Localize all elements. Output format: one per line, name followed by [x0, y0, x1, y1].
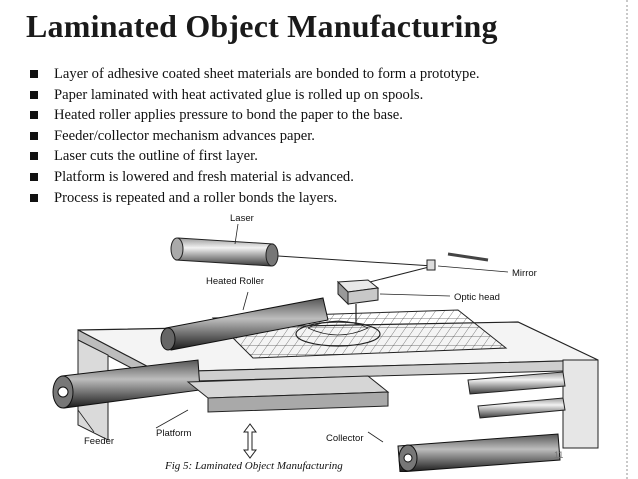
- bullet-text: Process is repeated and a roller bonds t…: [54, 189, 338, 206]
- slide-number: 11: [554, 450, 564, 460]
- bullet-item: Laser cuts the outline of first layer.: [30, 146, 479, 167]
- bullet-item: Heated roller applies pressure to bond t…: [30, 105, 479, 126]
- mirror: Mirror: [426, 252, 537, 279]
- bullet-square-icon: [30, 152, 38, 161]
- bullet-text: Heated roller applies pressure to bond t…: [54, 107, 403, 124]
- build-platform: Platform: [155, 375, 390, 459]
- bullet-square-icon: [30, 193, 38, 202]
- bullet-item: Layer of adhesive coated sheet materials…: [30, 64, 479, 85]
- mirror-motion-arrow: [447, 252, 489, 262]
- lom-diagram: Laser Mirror Optic head: [38, 210, 604, 472]
- mirror-label: Mirror: [512, 268, 537, 279]
- feeder-label: Feeder: [84, 436, 114, 447]
- collector-roll: Collector: [326, 431, 561, 472]
- bullet-text: Platform is lowered and fresh material i…: [54, 168, 354, 185]
- bullet-list: Layer of adhesive coated sheet materials…: [30, 64, 479, 208]
- laser-label: Laser: [230, 213, 254, 224]
- bullet-text: Laser cuts the outline of first layer.: [54, 148, 258, 165]
- bullet-item: Feeder/collector mechanism advances pape…: [30, 126, 479, 147]
- heated-roller-label: Heated Roller: [206, 276, 264, 287]
- heated-roller: Heated Roller: [160, 276, 329, 351]
- optic-head-label: Optic head: [454, 292, 500, 303]
- bullet-square-icon: [30, 131, 38, 140]
- figure-caption: Fig 5: Laminated Object Manufacturing: [165, 460, 343, 472]
- bullet-square-icon: [30, 90, 38, 99]
- bullet-text: Feeder/collector mechanism advances pape…: [54, 127, 315, 144]
- bullet-square-icon: [30, 172, 38, 181]
- laser-unit: Laser: [170, 213, 279, 267]
- bullet-square-icon: [30, 70, 38, 78]
- platform-label: Platform: [156, 428, 191, 439]
- collector-label: Collector: [326, 433, 364, 444]
- lom-diagram-drawing: Laser Mirror Optic head: [52, 213, 599, 472]
- bullet-item: Process is repeated and a roller bonds t…: [30, 188, 479, 209]
- platform-motion-arrow: [243, 423, 257, 459]
- bullet-square-icon: [30, 111, 38, 120]
- bullet-item: Platform is lowered and fresh material i…: [30, 167, 479, 188]
- bullet-text: Layer of adhesive coated sheet materials…: [54, 66, 480, 82]
- cut-outline: [295, 321, 381, 347]
- slide-title: Laminated Object Manufacturing: [26, 8, 498, 44]
- laser-beam: [277, 255, 434, 267]
- bullet-text: Paper laminated with heat activated glue…: [54, 86, 424, 103]
- bullet-item: Paper laminated with heat activated glue…: [30, 85, 479, 106]
- right-edge-rule: [626, 0, 628, 479]
- take-up-rollers: [467, 371, 566, 419]
